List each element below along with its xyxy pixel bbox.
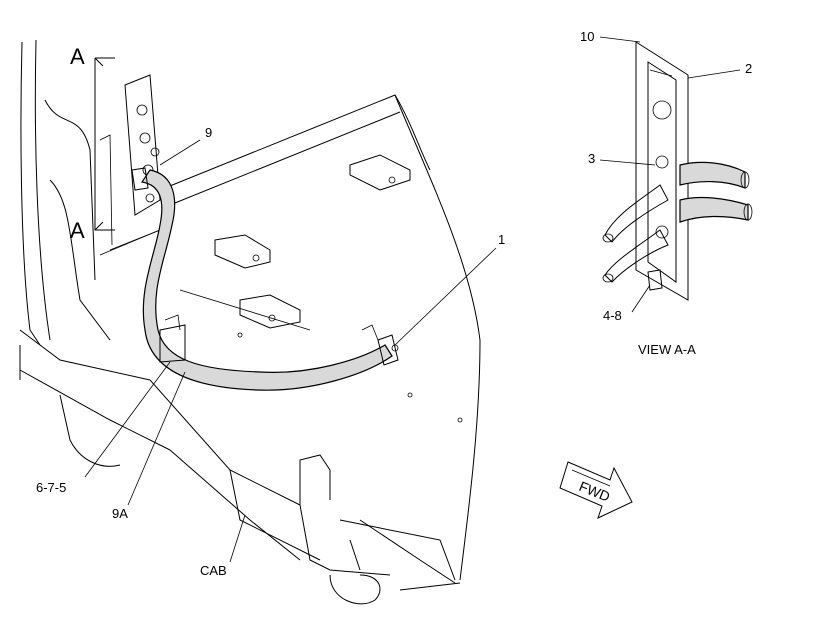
callout-1: 1	[498, 232, 505, 247]
callout-2: 2	[745, 61, 752, 76]
callout-cab: CAB	[200, 563, 227, 578]
callout-4-8: 4-8	[603, 308, 622, 323]
callout-9a: 9A	[112, 506, 128, 521]
fwd-label: FWD	[577, 478, 613, 505]
section-bracket	[94, 57, 115, 231]
view-a-a-detail	[602, 41, 753, 301]
section-marker-bottom: A	[70, 218, 85, 243]
view-label: VIEW A-A	[638, 342, 696, 357]
callout-9: 9	[205, 125, 212, 140]
leader-lines-view	[599, 36, 741, 313]
hose-assembly	[131, 147, 399, 391]
forward-arrow: FWD	[559, 461, 633, 519]
section-marker-top: A	[70, 44, 85, 69]
cab-structure	[19, 39, 481, 605]
callout-6-7-5: 6-7-5	[36, 480, 66, 495]
callout-10: 10	[580, 29, 594, 44]
mounting-plate	[99, 74, 161, 256]
leader-lines-main	[84, 139, 497, 563]
callout-3: 3	[588, 151, 595, 166]
